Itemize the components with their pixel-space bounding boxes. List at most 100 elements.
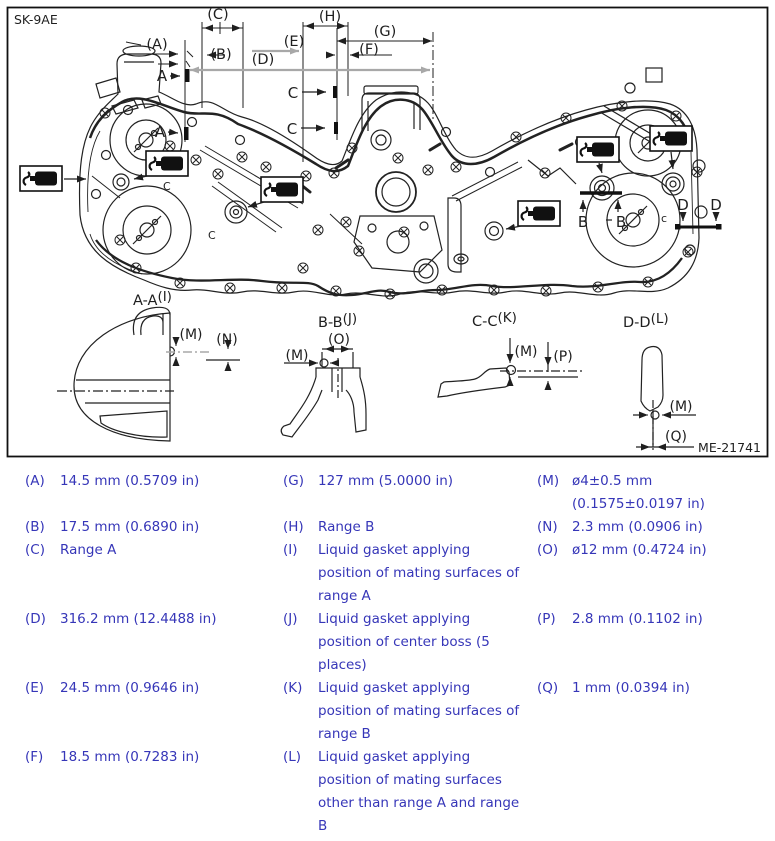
legend-text: ø4±0.5 mm (0.1575±0.0197 in): [572, 473, 705, 512]
gasket-bead-top: [88, 97, 692, 173]
legend-key: (C): [25, 542, 45, 558]
liquid-gasket-tube-icon: [146, 151, 188, 176]
legend-key: (Q): [537, 680, 559, 696]
legend-item-j: (J) Liquid gasket applying position of ce…: [283, 608, 537, 677]
legend-key: (P): [537, 611, 556, 627]
section-dim-m: (M): [514, 344, 537, 360]
point-marker-a: A: [155, 123, 166, 141]
section-title-dd: D-D(L): [623, 311, 669, 331]
cam-boss-left-top: [109, 103, 183, 177]
figure-border: [6, 6, 769, 458]
legend-text: 14.5 mm (0.5709 in): [60, 473, 200, 489]
center-housing: [361, 92, 421, 132]
dim-label-f: (F): [359, 42, 379, 58]
legend-key: (K): [283, 680, 303, 696]
liquid-gasket-tube-icon: [20, 166, 62, 191]
liquid-gasket-tube-icon: [577, 137, 619, 162]
legend-item-k: (K) Liquid gasket applying position of ma…: [283, 677, 537, 746]
legend-key: (H): [283, 519, 304, 535]
section-dim-m: (M): [179, 327, 202, 343]
cam-boss-left-bottom: [102, 185, 192, 275]
legend-item-q: (Q) 1 mm (0.0394 in): [537, 677, 767, 746]
legend-key: (G): [283, 473, 304, 489]
section-dim-m: (M): [669, 399, 692, 415]
drawing-number: ME-21741: [698, 440, 761, 455]
legend-item-g: (G) 127 mm (5.0000 in): [283, 470, 537, 516]
legend-key: (I): [283, 542, 298, 558]
legend-key: (L): [283, 749, 302, 765]
legend-item-f: (F)18.5 mm (0.7283 in): [25, 746, 283, 838]
liquid-gasket-tube-icon: [261, 177, 303, 202]
point-marker-c: C: [288, 84, 298, 102]
dim-label-g: (G): [374, 24, 397, 40]
section-title-cc: C-C(K): [472, 310, 517, 330]
legend-key: (J): [283, 611, 298, 627]
legend-item-p: (P) 2.8 mm (0.1102 in): [537, 608, 767, 677]
legend-text: 1 mm (0.0394 in): [572, 680, 690, 696]
legend-text: 18.5 mm (0.7283 in): [60, 749, 200, 765]
bolt-holes: [90, 82, 708, 256]
dim-label-a: (A): [146, 37, 167, 53]
legend-item-m: (M) ø4±0.5 mm (0.1575±0.0197 in): [537, 470, 767, 516]
section-dim-q: (Q): [665, 429, 687, 445]
legend-item-l: (L)Liquid gasket applying position of ma…: [283, 746, 537, 838]
legend-item-c: (C)Range A: [25, 539, 283, 608]
dim-label-e: (E): [284, 34, 304, 50]
point-marker-c: C: [287, 120, 297, 138]
dim-label-h: (H): [319, 9, 341, 25]
legend-key: (N): [537, 519, 558, 535]
liquid-gasket-tube-icon: [650, 126, 692, 151]
legend-key: (A): [25, 473, 45, 489]
legend-text: Liquid gasket applying position of cente…: [318, 611, 490, 673]
legend-text: 17.5 mm (0.6890 in): [60, 519, 200, 535]
legend-text: Liquid gasket applying position of matin…: [318, 680, 520, 742]
legend-key: (E): [25, 680, 45, 696]
dim-label-c: (C): [207, 7, 228, 23]
legend-text: 2.3 mm (0.0906 in): [572, 519, 703, 535]
legend-text: Liquid gasket applying position of matin…: [318, 542, 520, 604]
legend-item-e: (E) 24.5 mm (0.9646 in): [25, 677, 283, 746]
point-marker-d: D: [710, 196, 722, 214]
legend-item-h: (H) Range B: [283, 516, 537, 539]
section-dim-m: (M): [285, 348, 308, 364]
dimension-lines: [125, 22, 434, 162]
cast-letter-c: C: [208, 229, 216, 242]
point-marker-d: D: [677, 196, 689, 214]
legend-key: (B): [25, 519, 45, 535]
legend-text: 2.8 mm (0.1102 in): [572, 611, 703, 627]
dim-label-d: (D): [252, 52, 274, 68]
point-markers: A A C C B B D D: [155, 67, 722, 231]
legend-text: 316.2 mm (12.4488 in): [60, 611, 217, 627]
point-marker-b: B: [578, 213, 588, 231]
gasket-apply-bolts: [112, 172, 685, 241]
legend-item-i: (I) Liquid gasket applying position of ma…: [283, 539, 537, 608]
cast-letter-c: C: [163, 180, 171, 193]
section-title-bb: B-B(J): [318, 311, 357, 331]
legend-item-o: (O)ø12 mm (0.4724 in): [537, 539, 767, 608]
timing-cover-drawing: [78, 45, 708, 300]
legend-key: (M): [537, 473, 560, 489]
figure-code: SK-9AE: [14, 12, 58, 27]
legend-text: 24.5 mm (0.9646 in): [60, 680, 200, 696]
legend-text: Range B: [318, 519, 375, 535]
legend-text: 127 mm (5.0000 in): [318, 473, 454, 489]
legend-item-a: (A) 14.5 mm (0.5709 in): [25, 470, 283, 516]
engine-cover-figure: SK-9AE ME-21741: [6, 6, 769, 458]
gasket-bead-bottom: [95, 239, 683, 297]
section-dim-n: (N): [216, 332, 237, 348]
section-dim-o: (O): [328, 332, 350, 348]
section-cc: C-C(K) (M) (P): [437, 310, 585, 398]
section-dd: D-D(L) (M) (Q): [623, 311, 696, 451]
cast-letter-c-lower: c: [661, 212, 667, 225]
legend-item-b: (B) 17.5 mm (0.6890 in): [25, 516, 283, 539]
section-title-aa: A-A(I): [133, 289, 172, 309]
cover-outline: [78, 53, 700, 297]
crank-opening: [375, 171, 417, 213]
gray-dimension-lines: [190, 47, 430, 74]
legend-item-d: (D) 316.2 mm (12.4488 in): [25, 608, 283, 677]
legend-key: (D): [25, 611, 46, 627]
legend-text: ø12 mm (0.4724 in): [572, 542, 707, 558]
legend-item-n: (N) 2.3 mm (0.0906 in): [537, 516, 767, 539]
oil-pump: [353, 215, 443, 273]
